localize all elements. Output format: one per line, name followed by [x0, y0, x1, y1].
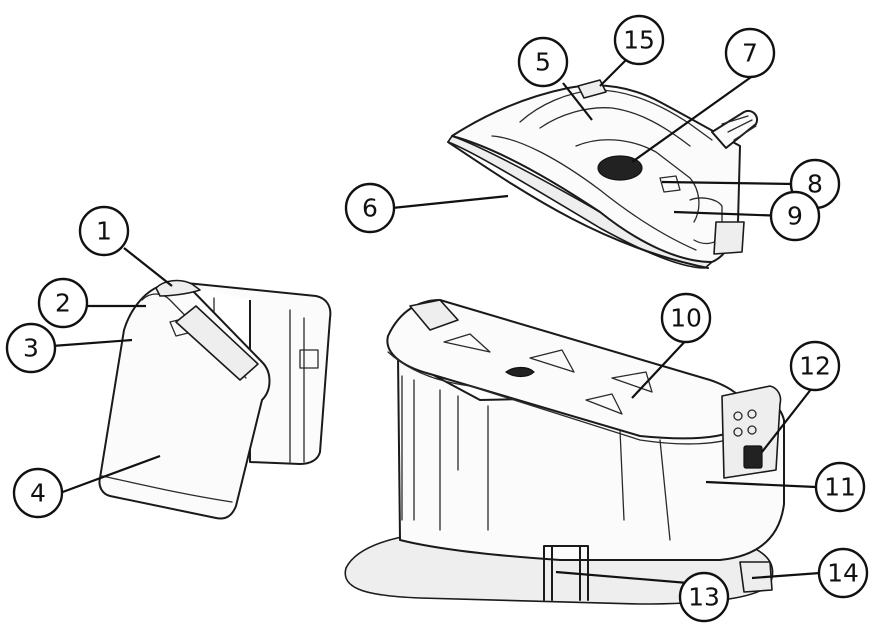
- leader-5: [562, 82, 593, 121]
- leader-13: [555, 570, 701, 586]
- callout-label-8: 8: [807, 170, 823, 199]
- leader-12: [761, 387, 813, 453]
- leader-8: [661, 180, 795, 186]
- leader-lines: [51, 59, 821, 586]
- leader-11: [705, 480, 817, 489]
- iron-rear-panel: [689, 197, 723, 245]
- control-panel: [721, 385, 782, 479]
- callout-label-5: 5: [535, 48, 551, 77]
- callout-15: 15: [613, 14, 665, 66]
- control-switch: [743, 445, 763, 469]
- leader-1: [123, 247, 173, 287]
- leader-14: [751, 571, 821, 580]
- callout-label-1: 1: [96, 217, 112, 246]
- callout-12: 12: [789, 340, 841, 392]
- spray-button: [659, 175, 681, 193]
- leader-6: [391, 194, 509, 210]
- callout-10: 10: [660, 292, 712, 344]
- callout-label-15: 15: [623, 26, 655, 55]
- callout-label-3: 3: [23, 334, 39, 363]
- callout-13: 13: [678, 571, 730, 623]
- callout-1: 1: [78, 205, 130, 257]
- steam-burst-button: [577, 79, 607, 99]
- leader-3: [51, 338, 133, 348]
- callout-2: 2: [37, 277, 89, 329]
- callout-3: 3: [5, 322, 57, 374]
- callout-label-7: 7: [742, 39, 758, 68]
- leader-9: [673, 210, 787, 218]
- iron-hose-connector: [711, 110, 758, 149]
- leader-7: [631, 74, 755, 163]
- callout-label-12: 12: [799, 352, 831, 381]
- callout-7: 7: [724, 27, 776, 79]
- callout-label-10: 10: [670, 304, 702, 333]
- callout-5: 5: [517, 36, 569, 88]
- callout-label-14: 14: [827, 559, 859, 588]
- leader-15: [599, 59, 627, 87]
- callout-9: 9: [769, 190, 821, 242]
- callout-label-13: 13: [688, 583, 720, 612]
- leader-4: [59, 454, 161, 495]
- callout-label-6: 6: [362, 194, 378, 223]
- callout-label-4: 4: [30, 479, 46, 508]
- callout-14: 14: [817, 547, 869, 599]
- temperature-dial: [597, 155, 643, 181]
- callout-4: 4: [12, 467, 64, 519]
- base-station-illustration: [344, 299, 785, 605]
- leader-10: [631, 335, 691, 399]
- callout-label-2: 2: [55, 289, 71, 318]
- callout-6: 6: [344, 182, 396, 234]
- callout-11: 11: [814, 461, 866, 513]
- callout-label-11: 11: [824, 473, 856, 502]
- water-tank-illustration: [98, 279, 332, 520]
- callout-label-9: 9: [787, 202, 803, 231]
- iron-illustration: [447, 79, 758, 269]
